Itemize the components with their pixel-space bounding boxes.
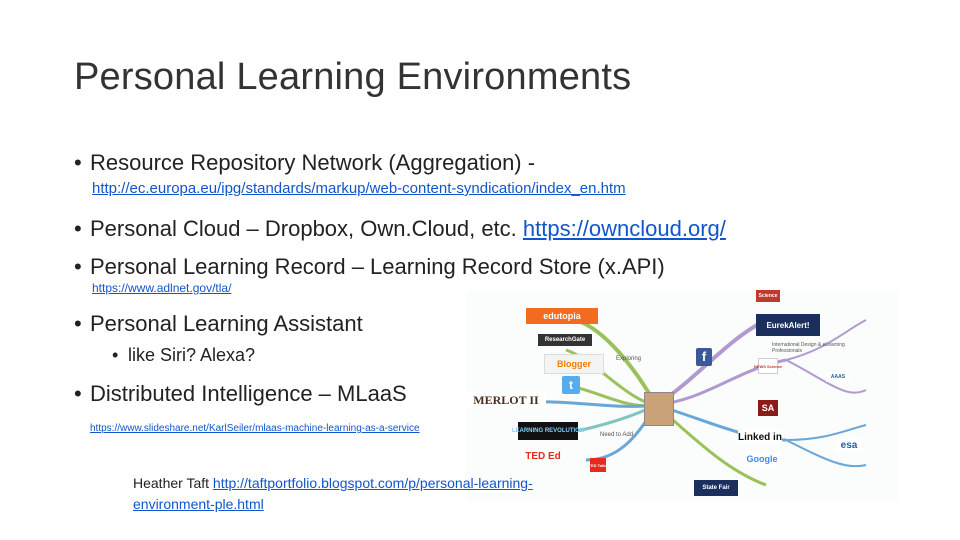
bullet-marker: •: [74, 311, 82, 336]
eurekalert-logo: EurekAlert!: [756, 314, 820, 336]
news-science-logo: NEWS Science: [754, 358, 782, 374]
center-avatar: [644, 392, 674, 426]
esa-logo: esa: [836, 438, 862, 452]
edutopia-logo: edutopia: [526, 308, 598, 324]
blogger-logo: Blogger: [544, 354, 604, 374]
slide-title: Personal Learning Environments: [74, 56, 632, 98]
twitter-icon: t: [562, 376, 580, 394]
credit-link[interactable]: http://taftportfolio.blogspot.com/p/pers…: [133, 475, 533, 512]
link-europa[interactable]: http://ec.europa.eu/ipg/standards/markup…: [92, 180, 626, 197]
ted-talks-logo: TED Talks: [588, 458, 608, 472]
state-fair-logo: State Fair: [694, 480, 738, 496]
bullet-marker: •: [74, 381, 82, 406]
bullet-marker: •: [74, 150, 82, 175]
credit-name: Heather Taft: [133, 475, 213, 491]
learning-revolution-logo: LEARNING REVOLUTION: [512, 422, 584, 440]
sub-bullet-siri: • like Siri? Alexa?: [112, 345, 255, 366]
image-credit: Heather Taft http://taftportfolio.blogsp…: [133, 473, 583, 515]
international-design-label: International Design & eLearning Profess…: [772, 342, 845, 354]
bullet-personal-cloud: • Personal Cloud – Dropbox, Own.Cloud, et…: [74, 216, 726, 242]
bullet-marker: •: [74, 254, 82, 279]
aaas-logo: AAAS: [826, 372, 850, 382]
bullet-text: Resource Repository Network (Aggregation…: [90, 150, 536, 175]
bullet-resource-repository: • Resource Repository Network (Aggregatio…: [74, 150, 535, 176]
sa-logo: SA: [758, 400, 778, 416]
link-adlnet[interactable]: https://www.adlnet.gov/tla/: [92, 281, 232, 295]
link-slideshare[interactable]: https://www.slideshare.net/KarlSeiler/ml…: [90, 423, 420, 434]
bullet-marker: •: [74, 216, 82, 241]
merlot-logo: MERLOT II: [466, 392, 546, 408]
sub-bullet-text: like Siri? Alexa?: [128, 345, 256, 365]
bullet-text: Personal Cloud – Dropbox, Own.Cloud, etc…: [90, 216, 523, 241]
need-to-add-label: Need to Add: [600, 432, 634, 438]
ple-mindmap-image: edutopia ResearchGate Blogger t MERLOT I…: [466, 290, 898, 502]
exploring-label: Exploring: [616, 356, 642, 362]
google-logo: Google: [744, 452, 780, 466]
researchgate-logo: ResearchGate: [538, 334, 592, 346]
link-owncloud[interactable]: https://owncloud.org/: [522, 216, 726, 241]
bullet-learning-assistant: • Personal Learning Assistant: [74, 311, 363, 337]
science-logo: Science: [756, 290, 780, 302]
ted-ed-logo: TED Ed: [525, 450, 561, 462]
bullet-text: Personal Learning Record – Learning Reco…: [90, 254, 665, 279]
bullet-text: Distributed Intelligence – MLaaS: [90, 381, 407, 406]
bullet-text: Personal Learning Assistant: [90, 311, 363, 336]
bullet-marker: •: [112, 345, 119, 365]
bullet-distributed-intelligence: • Distributed Intelligence – MLaaS: [74, 381, 407, 407]
linkedin-logo: Linked in: [738, 430, 782, 444]
bullet-learning-record: • Personal Learning Record – Learning Rec…: [74, 254, 665, 280]
facebook-icon: f: [696, 348, 712, 366]
